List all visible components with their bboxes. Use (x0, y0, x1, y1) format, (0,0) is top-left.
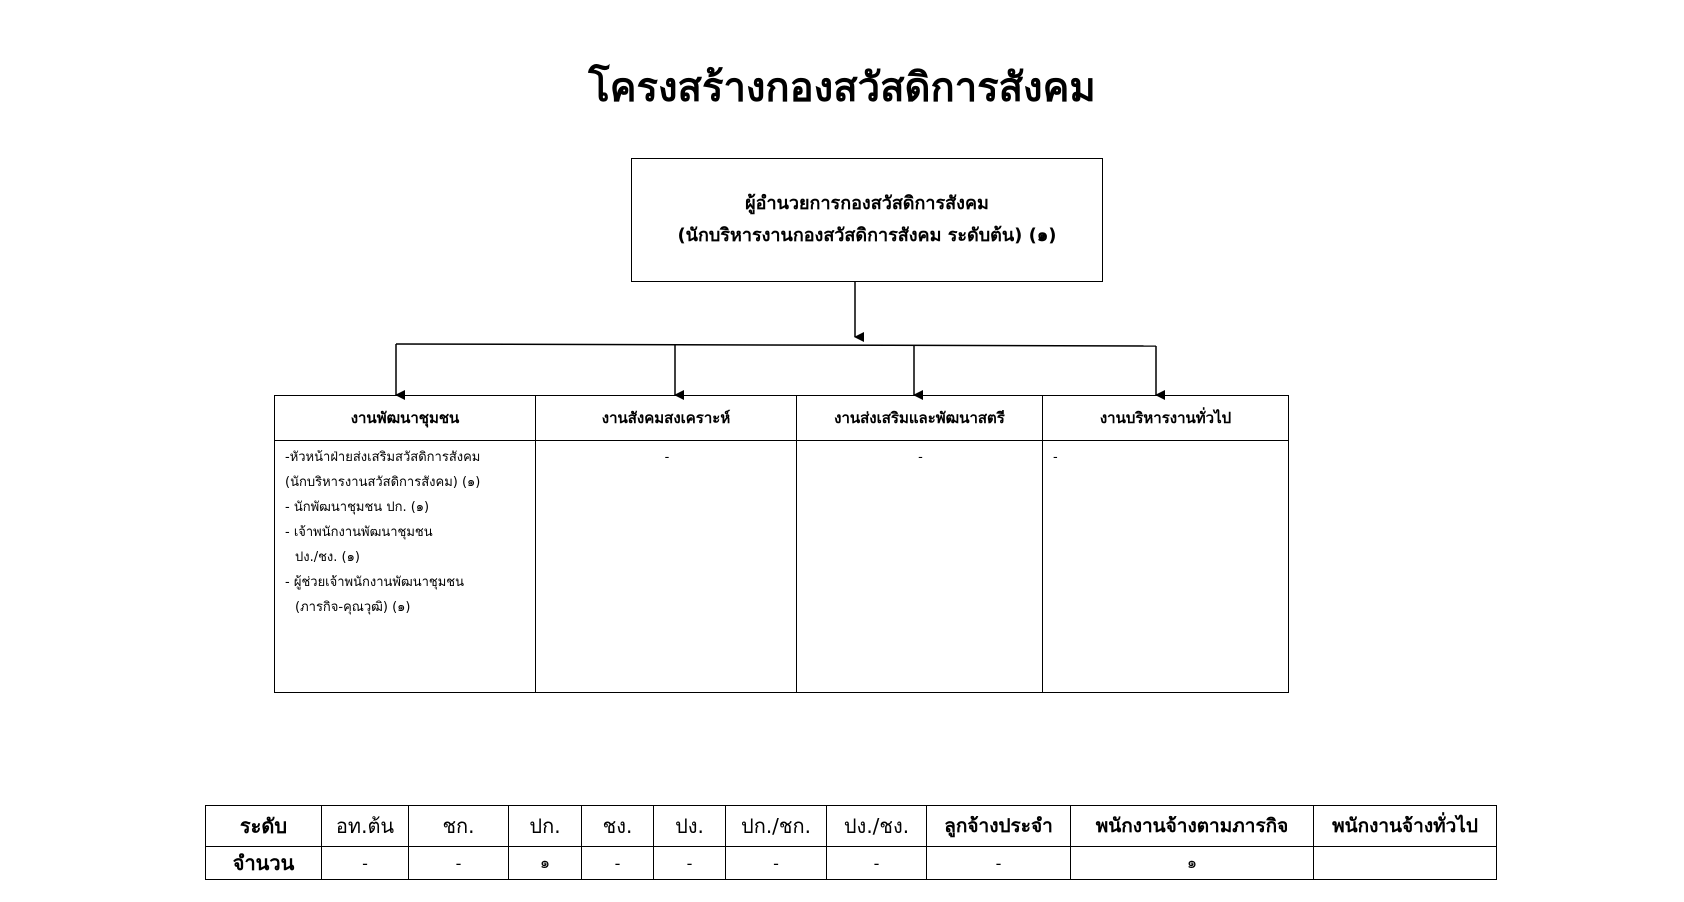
section-header-general-admin: งานบริหารงานทั่วไป (1042, 395, 1289, 441)
staff-line: - นักพัฒนาชุมชน ปก. (๑) (285, 500, 430, 515)
summary-count-cell: - (725, 846, 827, 880)
staff-line: -หัวหน้าฝ่ายส่งเสริมสวัสดิการสังคม (285, 450, 481, 465)
director-box: ผู้อำนวยการกองสวัสดิการสังคม (นักบริหารง… (631, 158, 1103, 282)
summary-count-cell (1313, 846, 1497, 880)
summary-level-row: ระดับ อท.ต้น ชก. ปก. ชง. ปง. ปก./ชก. ปง.… (205, 805, 1497, 847)
sections-staff-row: -หัวหน้าฝ่ายส่งเสริมสวัสดิการสังคม (นักบ… (274, 440, 1289, 693)
section-staff-women-dev: - (796, 440, 1043, 693)
summary-count-cell: ๑ (508, 846, 582, 880)
summary-count-cell: - (826, 846, 927, 880)
staff-line: - (918, 450, 923, 465)
branch-horizontal-line (395, 343, 1157, 347)
summary-count-cell: - (653, 846, 726, 880)
section-staff-community-dev: -หัวหน้าฝ่ายส่งเสริมสวัสดิการสังคม (นักบ… (274, 440, 536, 693)
summary-level-cell: ลูกจ้างประจำ (926, 805, 1071, 847)
sections-header-row: งานพัฒนาชุมชน งานสังคมสงเคราะห์ งานส่งเส… (274, 395, 1289, 441)
sections-table: งานพัฒนาชุมชน งานสังคมสงเคราะห์ งานส่งเส… (274, 395, 1289, 693)
staff-line: - (664, 450, 670, 465)
summary-level-cell: ปง. (653, 805, 726, 847)
section-staff-general-admin: - (1042, 440, 1289, 693)
summary-count-cell: - (321, 846, 409, 880)
summary-level-cell: ชก. (408, 805, 509, 847)
summary-level-cell: ปก./ชก. (725, 805, 827, 847)
summary-level-cell: ปก. (508, 805, 582, 847)
staff-line: ปง./ชง. (๑) (295, 550, 360, 565)
staff-line: - (1053, 450, 1058, 465)
staff-line: (ภารกิจ-คุณวุฒิ) (๑) (295, 600, 411, 615)
summary-level-cell: อท.ต้น (321, 805, 409, 847)
summary-level-label: ระดับ (205, 805, 322, 847)
summary-count-cell: - (926, 846, 1071, 880)
director-position: (นักบริหารงานกองสวัสดิการสังคม ระดับต้น)… (677, 225, 1057, 246)
summary-count-cell: - (408, 846, 509, 880)
summary-level-cell: ปง./ชง. (826, 805, 927, 847)
director-title: ผู้อำนวยการกองสวัสดิการสังคม (745, 193, 989, 214)
summary-count-cell: ๑ (1070, 846, 1314, 880)
section-staff-social-welfare: - (535, 440, 797, 693)
summary-level-cell: พนักงานจ้างตามภารกิจ (1070, 805, 1314, 847)
section-header-social-welfare: งานสังคมสงเคราะห์ (535, 395, 797, 441)
staff-summary-table: ระดับ อท.ต้น ชก. ปก. ชง. ปง. ปก./ชก. ปง.… (205, 805, 1497, 880)
staff-line: - ผู้ช่วยเจ้าพนักงานพัฒนาชุมชน (285, 575, 465, 590)
summary-level-cell: ชง. (581, 805, 654, 847)
staff-line: (นักบริหารงานสวัสดิการสังคม) (๑) (285, 475, 481, 490)
staff-line: - เจ้าพนักงานพัฒนาชุมชน (285, 525, 433, 540)
section-header-community-dev: งานพัฒนาชุมชน (274, 395, 536, 441)
page-title: โครงสร้างกองสวัสดิการสังคม (588, 65, 1096, 111)
summary-count-row: จำนวน - - ๑ - - - - - ๑ (205, 846, 1497, 880)
section-header-women-dev: งานส่งเสริมและพัฒนาสตรี (796, 395, 1043, 441)
summary-level-cell: พนักงานจ้างทั่วไป (1313, 805, 1497, 847)
summary-count-label: จำนวน (205, 846, 322, 880)
summary-count-cell: - (581, 846, 654, 880)
